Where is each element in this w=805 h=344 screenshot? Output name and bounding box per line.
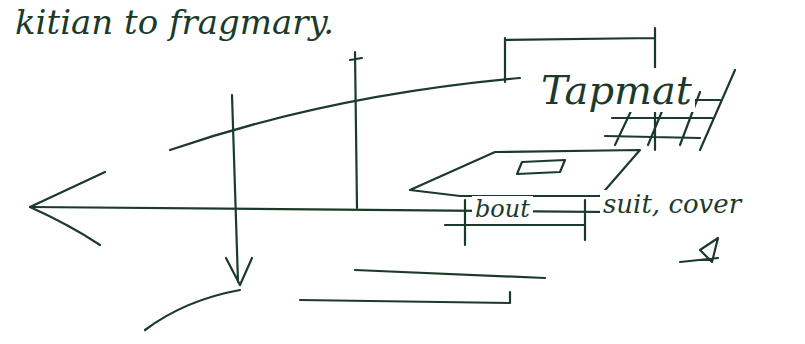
plate-window [517,160,565,174]
vertical-line [350,52,362,208]
handwritten-note: kitian to fragmary. [12,4,337,41]
arrow-head [680,238,718,262]
curve-line [145,290,240,330]
handwritten-note: Tapmat [538,68,695,112]
handwritten-note: bout [472,196,533,222]
handwritten-note: suit, cover [600,190,744,219]
stroke-line [300,292,510,303]
vertical-arrow [226,95,252,285]
stroke-line [355,270,545,278]
curve-line [170,78,520,150]
arrow-head [30,172,105,245]
